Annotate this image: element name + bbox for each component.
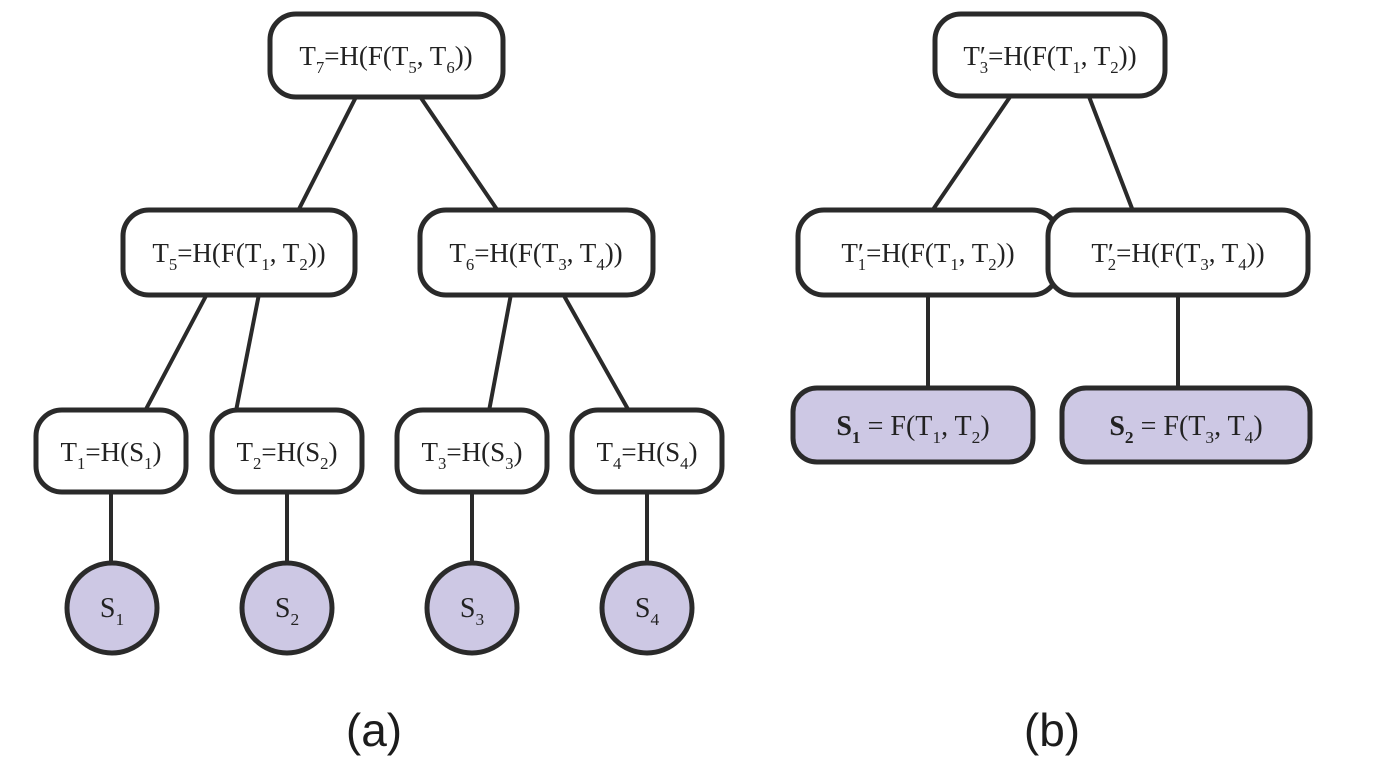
node-t2p-label: T′2=H(F(T3, T4)) bbox=[1091, 238, 1264, 274]
caption-b: (b) bbox=[1024, 704, 1080, 756]
secret-s2-label: S2 bbox=[275, 593, 299, 629]
edge-t3p-t2p bbox=[1086, 92, 1135, 213]
edge-t5-t1 bbox=[143, 292, 209, 413]
node-t3p-label: T′3=H(F(T1, T2)) bbox=[963, 41, 1136, 77]
node-t6-label: T6=H(F(T3, T4)) bbox=[449, 238, 622, 274]
tree-a: T7=H(F(T5, T6)) T5=H(F(T1, T2)) T6=H(F(T… bbox=[33, 11, 725, 656]
secret-box-s2: S2 = F(T3, T4) bbox=[1059, 385, 1313, 465]
node-t4-label: T4=H(S4) bbox=[597, 437, 698, 473]
node-t7-label: T7=H(F(T5, T6)) bbox=[299, 41, 472, 77]
secret-s2: S2 bbox=[239, 560, 335, 656]
node-t2-label: T2=H(S2) bbox=[237, 437, 338, 473]
secret-box-s2-label: S2 = F(T3, T4) bbox=[1109, 411, 1262, 447]
secret-box-s1-label: S1 = F(T1, T2) bbox=[836, 411, 989, 447]
node-t7: T7=H(F(T5, T6)) bbox=[267, 11, 506, 100]
secret-s4-label: S4 bbox=[635, 593, 660, 629]
node-t1-label: T1=H(S1) bbox=[61, 437, 162, 473]
edge-t7-t5 bbox=[296, 93, 359, 213]
edge-t6-t4 bbox=[561, 292, 631, 413]
node-t3: T3=H(S3) bbox=[394, 407, 550, 495]
node-t1p-label: T′1=H(F(T1, T2)) bbox=[841, 238, 1014, 274]
tree-b: T′3=H(F(T1, T2)) T′1=H(F(T1, T2)) T′2=H(… bbox=[790, 11, 1313, 465]
secret-s1: S1 bbox=[64, 560, 160, 656]
node-t4: T4=H(S4) bbox=[569, 407, 725, 495]
node-t5-label: T5=H(F(T1, T2)) bbox=[152, 238, 325, 274]
edge-t6-t3 bbox=[487, 292, 513, 413]
node-t2: T2=H(S2) bbox=[209, 407, 365, 495]
node-t5: T5=H(F(T1, T2)) bbox=[120, 207, 358, 298]
secret-s3-label: S3 bbox=[460, 593, 484, 629]
secret-s1-label: S1 bbox=[100, 593, 124, 629]
edge-t3p-t1p bbox=[930, 92, 1014, 213]
secret-s3: S3 bbox=[424, 560, 520, 656]
node-t3-label: T3=H(S3) bbox=[422, 437, 523, 473]
secret-s4: S4 bbox=[599, 560, 695, 656]
node-t1p: T′1=H(F(T1, T2)) bbox=[795, 207, 1061, 298]
node-t2p: T′2=H(F(T3, T4)) bbox=[1045, 207, 1311, 298]
edge-t7-t6 bbox=[417, 93, 500, 213]
node-t6: T6=H(F(T3, T4)) bbox=[417, 207, 656, 298]
node-t3p: T′3=H(F(T1, T2)) bbox=[932, 11, 1168, 99]
node-t1: T1=H(S1) bbox=[33, 407, 189, 495]
secret-box-s1: S1 = F(T1, T2) bbox=[790, 385, 1036, 465]
caption-a: (a) bbox=[346, 704, 402, 756]
edge-t5-t2 bbox=[234, 292, 261, 413]
